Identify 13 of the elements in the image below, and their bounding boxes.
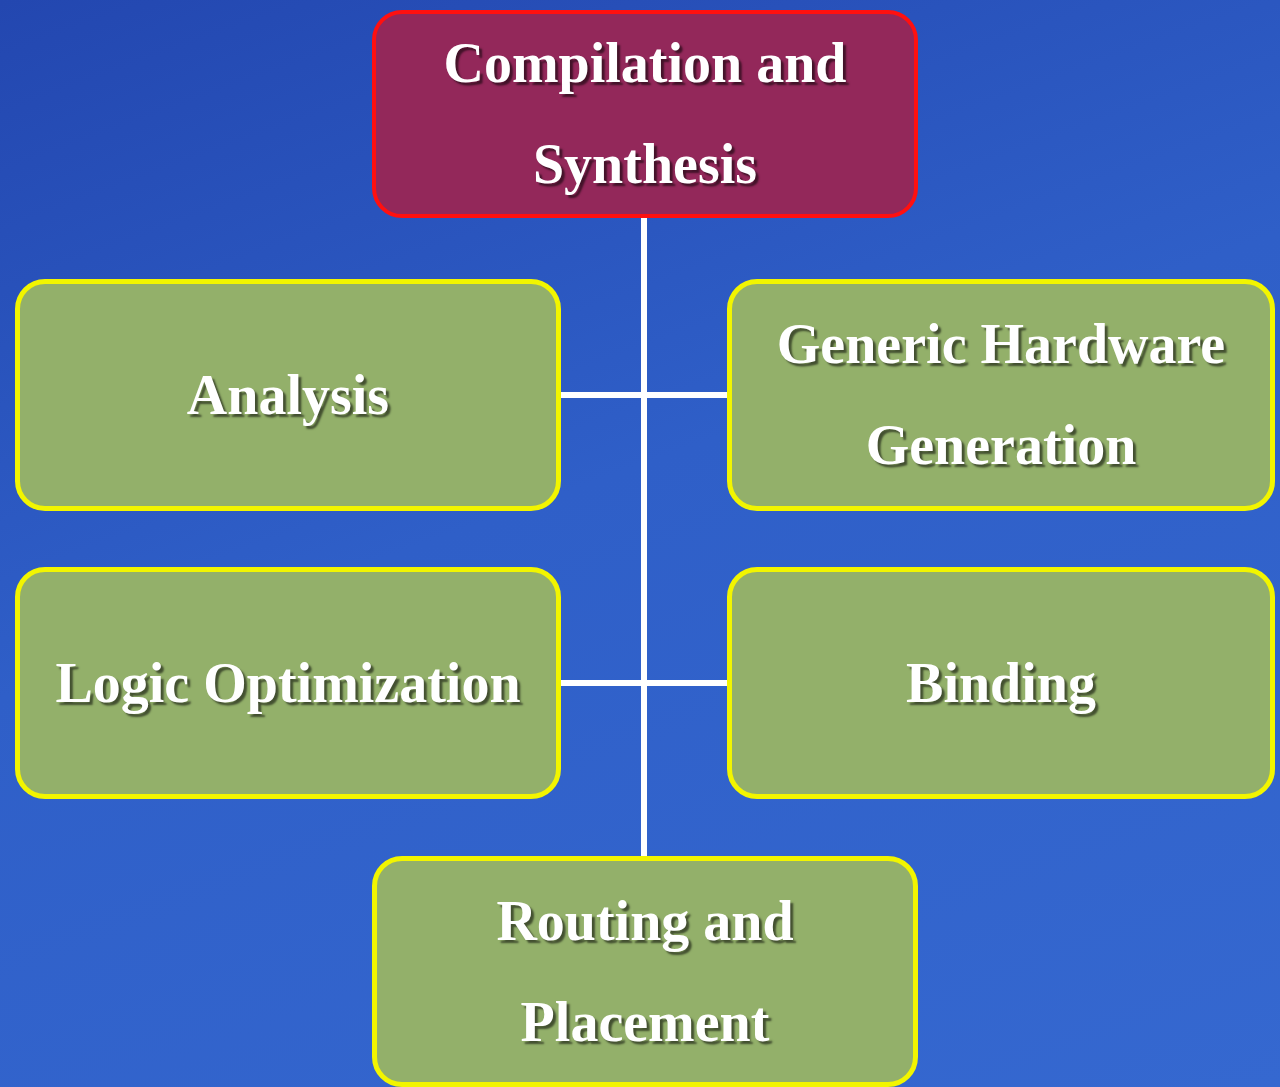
process-box: [727, 567, 1275, 799]
process-box: [372, 856, 918, 1087]
box-label: Compilation and Synthesis: [442, 31, 848, 197]
process-box: [727, 279, 1275, 511]
process-box: [15, 567, 561, 799]
box-label: Analysis: [186, 362, 390, 428]
box-label: Binding: [906, 650, 1096, 716]
box-label: Routing and Placement: [495, 888, 795, 1055]
process-box: [15, 279, 561, 511]
connector-line: [641, 218, 647, 856]
box-label: Logic Optimization: [55, 650, 521, 716]
box-label: Generic Hardware Generation: [775, 312, 1227, 478]
process-box: [372, 10, 918, 218]
